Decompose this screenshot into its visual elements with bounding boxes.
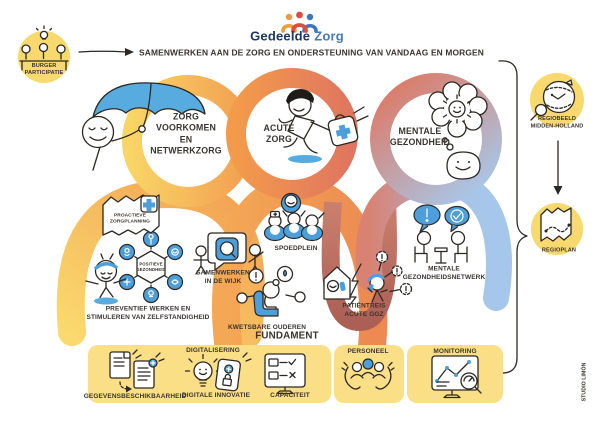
positieve-gezondheid-label: POSITIEVE GEZONDHEID xyxy=(136,261,166,273)
digitalisering-label: DIGITALISERING xyxy=(186,345,240,354)
logo-word-secondary: Zorg xyxy=(314,28,344,44)
gegevens-icon xyxy=(109,349,165,393)
figure-arcs xyxy=(56,68,512,361)
spoedplein-person-3 xyxy=(300,212,325,242)
regioplan-label: REGIOPLAN xyxy=(541,246,577,253)
preventief-walker-illustration xyxy=(85,253,127,305)
lightbulb-icon xyxy=(35,25,53,40)
monitoring-icon xyxy=(431,355,482,399)
citizens-at-table-icon xyxy=(19,42,69,71)
studio-credit: STUDIO LIMÓN xyxy=(580,362,587,402)
personeel-icon xyxy=(341,358,395,390)
regiobeeld-label: REGIOBEELD MIDDEN-HOLLAND xyxy=(530,114,584,130)
flower-icon xyxy=(428,81,488,138)
spoedplein-label: SPOEDPLEIN xyxy=(274,243,318,252)
capaciteit-icon xyxy=(264,353,306,395)
digitale-innovatie-icon xyxy=(184,352,252,392)
pillar-mentale-gezondheid-label: MENTALE GEZONDHEID xyxy=(389,125,451,148)
first-aid-kit-icon xyxy=(327,114,359,147)
arrow-burger-to-tagline xyxy=(78,48,134,56)
gauge-magnifier-icon xyxy=(460,372,482,394)
two-people-table-icon xyxy=(414,230,468,264)
gezondheid-dimension-icons xyxy=(118,230,184,304)
samenwerken-wijk-illustration xyxy=(193,232,264,276)
preventief-werken-label: PREVENTIEF WERKEN EN STIMULEREN VAN ZELF… xyxy=(86,304,210,321)
lightning-icon xyxy=(348,263,362,307)
regioplan-map-icon xyxy=(540,207,572,242)
secure-data-card-icon xyxy=(215,358,241,392)
exclamation-bubble-icon xyxy=(413,204,441,233)
patientreis-label: PATIËNTREIS ACUTE GGZ xyxy=(342,301,386,318)
logo-word-primary: Gedeelde xyxy=(250,28,311,44)
check-bubble-icon xyxy=(444,205,470,233)
digitale-innovatie-label: DIGITALE INNOVATIE xyxy=(181,390,251,399)
capaciteit-label: CAPACITEIT xyxy=(270,390,310,399)
patientreis-illustration xyxy=(323,250,413,307)
kwetsbare-ouderen-label: KWETSBARE OUDEREN xyxy=(227,322,307,331)
umbrella-man-illustration xyxy=(81,82,206,171)
blue-chair-icon xyxy=(253,290,279,317)
gegevens-label: GEGEVENSBESCHIKBAARHEID xyxy=(83,391,187,400)
curly-brace xyxy=(498,60,528,374)
pillar-zorg-voorkomen-label: ZORG VOORKOMEN EN NETWERKZORG xyxy=(150,111,222,156)
monitoring-label: MONITORING xyxy=(433,346,477,355)
samenwerken-wijk-label: SAMENWERKEN IN DE WIJK xyxy=(196,268,250,285)
spoedplein-nurse xyxy=(263,210,287,242)
kwetsbare-ouderen-illustration xyxy=(236,265,306,317)
wijk-person-left xyxy=(193,245,208,275)
map-globe-icon xyxy=(542,79,576,114)
personeel-label: PERSONEEL xyxy=(347,346,389,355)
proactieve-zorgplanning-label: PROACTIEVE ZORGPLANNING xyxy=(110,211,150,224)
spoedplein-person-2 xyxy=(282,210,306,240)
mgn-label: MENTALE GEZONDHEIDSNETWERK xyxy=(402,264,486,281)
burger-participatie-label: BURGER PARTICIPATIE xyxy=(24,61,64,76)
tagline: SAMENWERKEN AAN DE ZORG EN ONDERSTEUNING… xyxy=(139,47,485,58)
regiobeeld-badge xyxy=(530,73,584,127)
regioplan-badge xyxy=(531,203,583,255)
flower-thought-illustration xyxy=(428,81,488,180)
burger-participatie-badge xyxy=(18,25,70,83)
pillar-acute-zorg-label: ACUTE ZORG xyxy=(263,122,295,145)
medical-cross-icon xyxy=(143,199,155,211)
patient-figure xyxy=(367,273,388,303)
mgn-illustration xyxy=(413,204,470,264)
acute-zorg-man-illustration xyxy=(278,89,369,163)
proactieve-zorgplanning-illustration xyxy=(102,194,160,236)
fundament-title: FUNDAMENT xyxy=(255,329,319,342)
wijk-person-right xyxy=(248,243,264,276)
magnifier-icon xyxy=(530,103,548,121)
positieve-gezondheid-web xyxy=(118,230,184,304)
spoedplein-illustration xyxy=(263,192,325,242)
arrow-regiobeeld-to-regioplan xyxy=(553,140,563,195)
happy-head-icon xyxy=(446,151,481,180)
logo-people-icon xyxy=(281,11,318,33)
